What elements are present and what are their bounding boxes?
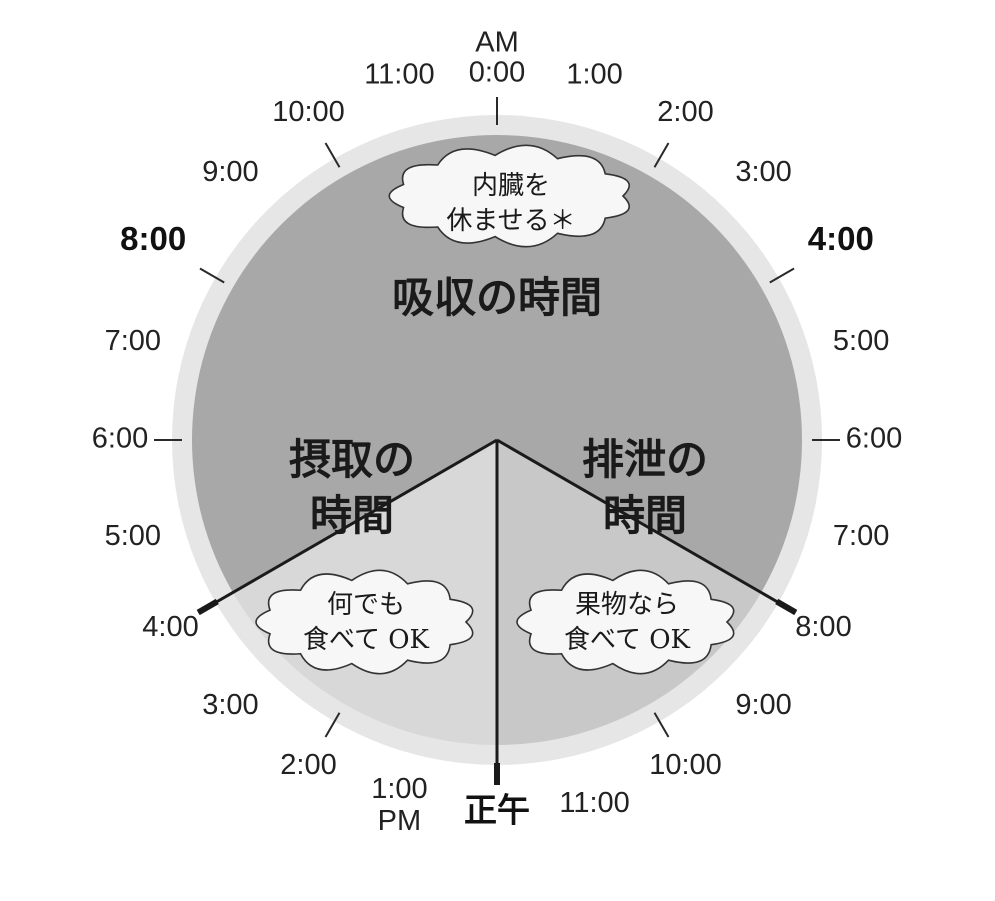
noon-label: 正午 — [464, 792, 530, 829]
hour-label-pm-6: 6:00 — [92, 423, 148, 455]
hour-label-am-6: 6:00 — [846, 423, 902, 455]
hour-label-pm-2: 2:00 — [280, 749, 336, 781]
tick-1 — [653, 142, 670, 168]
hour-labels: AM0:00 1:00 2:00 3:00 4:00 5:00 6:00 7:00 8:00 9:… — [92, 27, 902, 837]
hour-label-pm-7: 7:00 — [105, 325, 161, 357]
hour-label-am-5: 5:00 — [833, 325, 889, 357]
tick-7 — [324, 712, 341, 738]
hour-label-am-9: 9:00 — [735, 689, 791, 721]
tick-10 — [199, 267, 225, 284]
excretion-note-cloud — [516, 569, 735, 675]
excretion-phase-label-line1: 排泄の — [582, 435, 708, 484]
absorption-cloud-line2: 休ませる＊ — [446, 206, 575, 236]
hour-label-am-8: 8:00 — [795, 611, 851, 643]
hour-label-pm-4: 4:00 — [142, 611, 198, 643]
excretion-phase-label-line2: 時間 — [603, 491, 687, 540]
hour-label-am-3: 3:00 — [735, 156, 791, 188]
hour-label-pm-8: 8:00 — [120, 220, 186, 257]
hour-label-pm-3: 3:00 — [202, 689, 258, 721]
hour-label-pm-9: 9:00 — [202, 156, 258, 188]
intake-phase-label-line1: 摂取の — [289, 435, 415, 484]
absorption-phase-label: 吸収の時間 — [392, 273, 602, 322]
tick-11 — [324, 142, 341, 168]
hour-label-am-11: 11:00 — [559, 787, 629, 819]
intake-cloud-line2: 食べて OK — [303, 625, 430, 655]
divider-8am-stub — [196, 598, 219, 616]
hour-ticks — [154, 97, 840, 738]
hour-label-pm-11: 11:00 — [364, 59, 434, 91]
hour-label-am-4: 4:00 — [808, 220, 874, 257]
tick-5 — [653, 712, 670, 738]
tick-2 — [769, 267, 795, 284]
hour-label-am-10: 10:00 — [649, 749, 722, 781]
cloud-intake-shape — [255, 569, 474, 675]
excretion-cloud-line2: 食べて OK — [564, 625, 691, 655]
hour-label-am-1: 1:00 — [566, 59, 622, 91]
divider-4am-stub — [775, 598, 798, 616]
divider-8am-line — [197, 438, 498, 614]
absorption-note-cloud — [388, 144, 630, 248]
hour-label-am-7: 7:00 — [833, 520, 889, 552]
absorption-cloud-line1: 内臓を — [472, 171, 550, 201]
cloud-absorption-shape — [388, 144, 630, 248]
hour-label-pm-5: 5:00 — [105, 520, 161, 552]
intake-note-cloud — [255, 569, 474, 675]
hour-label-am-marker: AM — [475, 27, 519, 59]
absorption-sector — [192, 134, 802, 593]
intake-cloud-line1: 何でも — [327, 590, 405, 620]
cloud-excretion-shape — [516, 569, 735, 675]
intake-phase-label-line2: 時間 — [310, 491, 394, 540]
hour-label-pm-1: 1:00 — [371, 773, 427, 805]
divider-4am-line — [496, 438, 797, 614]
hour-label-pm-10: 10:00 — [272, 96, 345, 128]
hour-label-am-2: 2:00 — [657, 96, 713, 128]
sector-dividers — [196, 438, 798, 785]
hour-label-0: 0:00 — [469, 57, 525, 89]
excretion-cloud-line1: 果物なら — [575, 590, 679, 620]
hour-label-pm-marker: PM — [378, 805, 422, 837]
